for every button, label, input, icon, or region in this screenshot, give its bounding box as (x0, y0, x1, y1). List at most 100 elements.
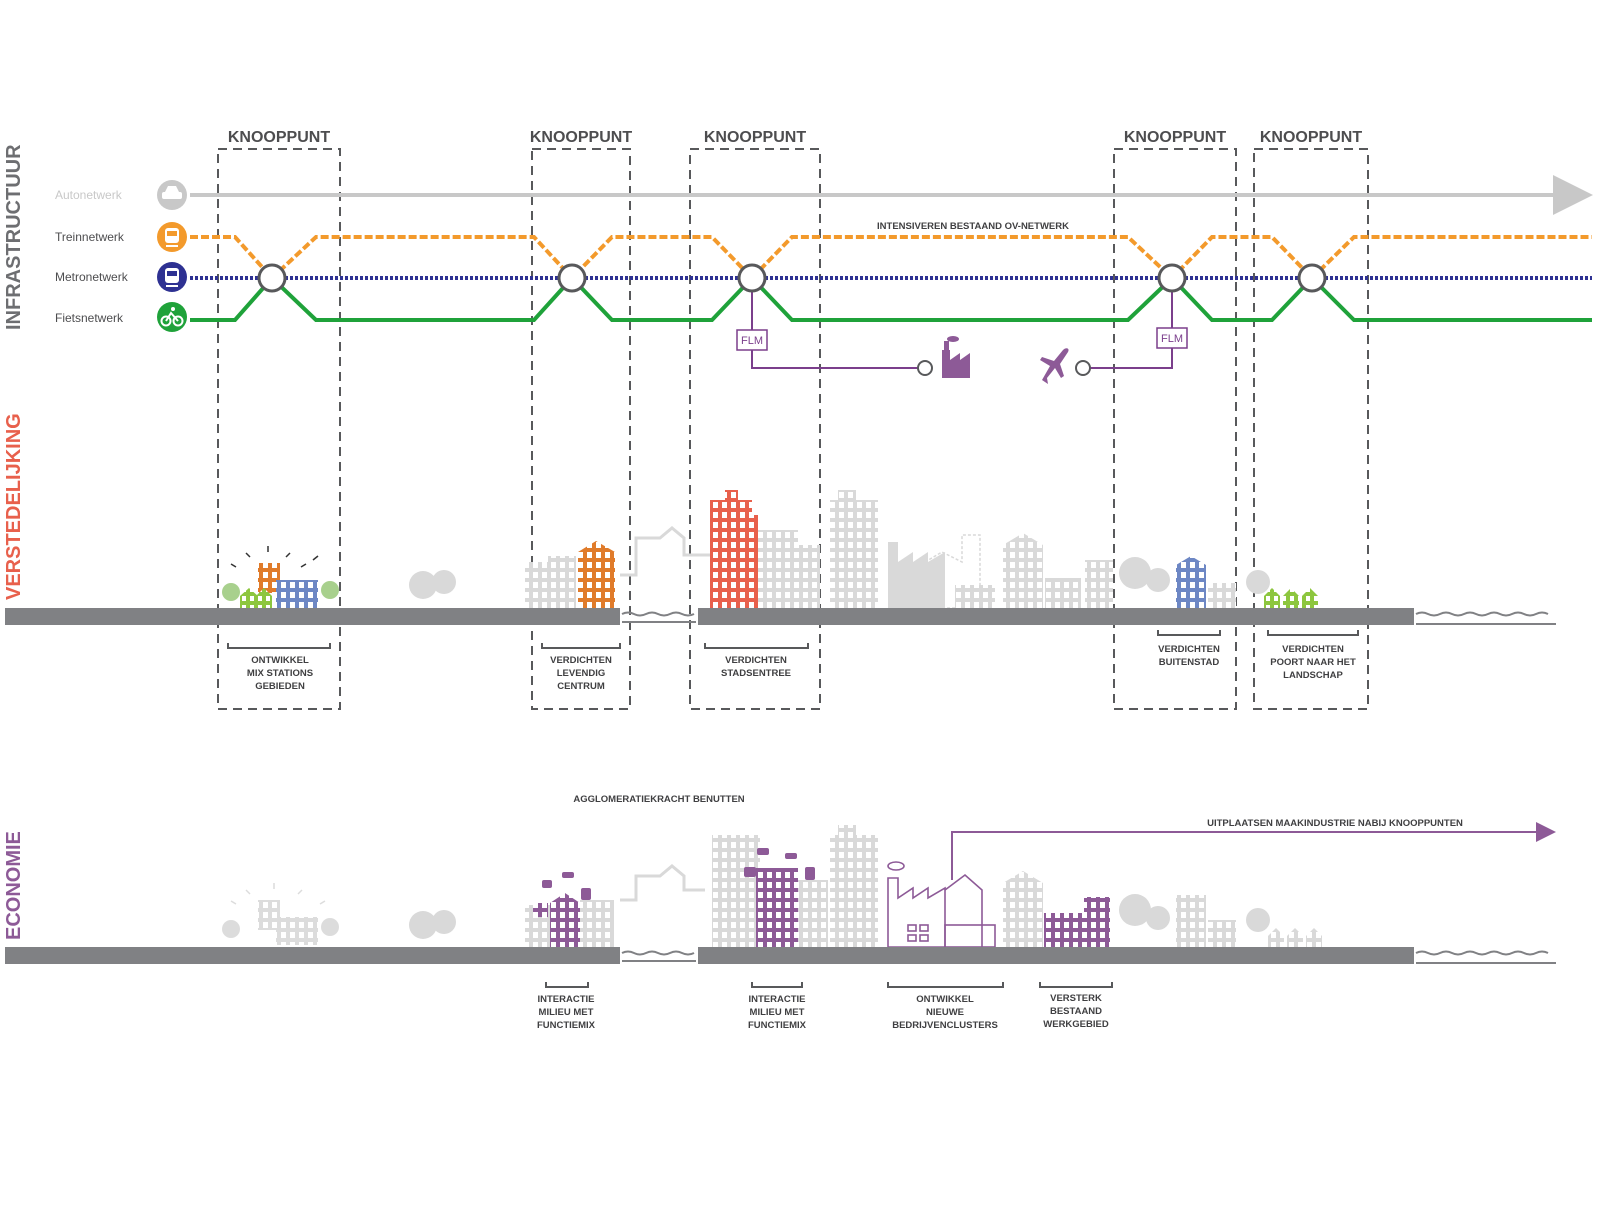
bike-network-line (190, 275, 1592, 322)
purple-building (550, 893, 580, 947)
economy-label-3-line-3: BEDRIJVENCLUSTERS (892, 1020, 998, 1031)
industry-cluster (887, 861, 996, 948)
node-title-4: KNOOPPUNT (1124, 129, 1226, 146)
node-box-3 (689, 148, 821, 710)
tree (1246, 570, 1270, 594)
flm-branch-1: FLM (736, 290, 933, 376)
economy-label-2-line-1: INTERACTIE (749, 994, 806, 1005)
node-circle-4 (1157, 263, 1187, 293)
tree (1146, 906, 1170, 930)
relocation-annotation: UITPLAATSEN MAAKINDUSTRIE NABIJ KNOOPPUN… (1207, 818, 1463, 829)
urban-ground (5, 608, 1556, 625)
cafe-icon (744, 848, 815, 880)
urban-label-2-line-1: VERDICHTEN (550, 655, 612, 666)
tree (1146, 568, 1170, 592)
economy-label-1-line-2: MILIEU MET (539, 1007, 594, 1018)
urban-skyline (222, 490, 1318, 609)
green-houses (1264, 588, 1318, 608)
relocation-arrow (951, 822, 1556, 880)
economy-label-3-line-1: ONTWIKKEL (916, 994, 974, 1005)
urban-label-4-line-2: BUITENSTAD (1159, 657, 1220, 668)
node-box-2 (531, 148, 631, 710)
section-label-urbanisation: VERSTEDELIJKING (3, 413, 25, 600)
economy-label-1-line-3: FUNCTIEMIX (537, 1020, 596, 1031)
network-label-train: Treinnetwerk (55, 230, 125, 244)
factory-icon (942, 336, 970, 378)
flm-label-2: FLM (1161, 333, 1183, 345)
economy-label-2-line-2: MILIEU MET (750, 1007, 805, 1018)
node-title-5: KNOOPPUNT (1260, 129, 1362, 146)
tree (409, 911, 437, 939)
urban-label-3-line-2: STADSENTREE (721, 668, 791, 679)
economy-label-2-line-3: FUNCTIEMIX (748, 1020, 807, 1031)
section-label-economy: ECONOMIE (3, 831, 25, 940)
tree (432, 570, 456, 594)
urban-label-5-line-2: POORT NAAR HET (1270, 657, 1356, 668)
tree (409, 571, 437, 599)
tree (1119, 894, 1151, 926)
node-titles: KNOOPPUNT KNOOPPUNT KNOOPPUNT KNOOPPUNT … (228, 129, 1362, 146)
node-circles (257, 263, 1327, 293)
economy-label-3-line-2: NIEUWE (926, 1007, 964, 1018)
metro-icon (157, 262, 187, 292)
urban-label-1-line-3: GEBIEDEN (255, 681, 305, 692)
agglomeration-annotation: AGGLOMERATIEKRACHT BENUTTEN (573, 794, 744, 805)
train-network-line (190, 235, 1592, 281)
node-title-3: KNOOPPUNT (704, 129, 806, 146)
node-title-2: KNOOPPUNT (530, 129, 632, 146)
tree (1119, 557, 1151, 589)
network-label-metro: Metronetwerk (55, 270, 129, 284)
urban-labels: ONTWIKKEL MIX STATIONS GEBIEDEN VERDICHTEN… (227, 630, 1359, 692)
blue-building (1176, 556, 1206, 608)
flm-label-1: FLM (741, 335, 763, 347)
economy-skyline (222, 825, 1322, 948)
section-label-infrastructure: INFRASTRUCTUUR (3, 144, 25, 330)
ov-network-annotation: INTENSIVEREN BESTAAND OV-NETWERK (877, 221, 1069, 232)
node-title-1: KNOOPPUNT (228, 129, 330, 146)
tree (1246, 908, 1270, 932)
urban-label-1-line-1: ONTWIKKEL (251, 655, 309, 666)
urban-label-3-line-1: VERDICHTEN (725, 655, 787, 666)
economy-label-4-line-3: WERKGEBIED (1043, 1019, 1109, 1030)
urban-label-5-line-1: VERDICHTEN (1282, 644, 1344, 655)
urban-label-2-line-3: CENTRUM (557, 681, 605, 692)
faded-station-cluster (222, 883, 339, 945)
red-tower (710, 490, 758, 608)
economy-label-1-line-1: INTERACTIE (538, 994, 595, 1005)
urban-label-2-line-2: LEVENDIG (557, 668, 606, 679)
urban-label-4-line-1: VERDICHTEN (1158, 644, 1220, 655)
bike-icon (157, 302, 187, 332)
node-circle-1 (257, 263, 287, 293)
economy-labels: INTERACTIE MILIEU MET FUNCTIEMIX INTERACTI… (537, 982, 1113, 1031)
node-circle-5 (1297, 263, 1327, 293)
airplane-icon (1040, 348, 1069, 384)
node-box-1 (217, 148, 341, 710)
flm-branch-2: FLM (1075, 290, 1188, 376)
mixed-station-cluster (222, 546, 339, 608)
node-circle-2 (557, 263, 587, 293)
train-icon (157, 222, 187, 252)
node-box-5 (1253, 148, 1369, 710)
node-circle-3 (737, 263, 767, 293)
urban-label-5-line-3: LANDSCHAP (1283, 670, 1343, 681)
cafe-icon (542, 872, 591, 900)
economy-label-4-line-2: BESTAAND (1050, 1006, 1102, 1017)
tree (432, 910, 456, 934)
network-label-bike: Fietsnetwerk (55, 311, 124, 325)
urban-label-1-line-2: MIX STATIONS (247, 668, 313, 679)
node-box-4 (1113, 148, 1237, 710)
economy-label-4-line-1: VERSTERK (1050, 993, 1102, 1004)
car-icon (157, 180, 187, 210)
orange-building (578, 541, 615, 608)
node-boxes (217, 148, 1369, 710)
